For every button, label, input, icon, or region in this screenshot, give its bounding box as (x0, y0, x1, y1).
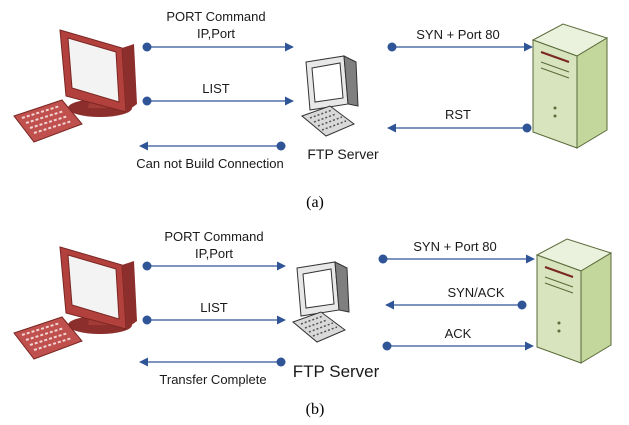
success-label: Transfer Complete (159, 372, 266, 387)
ftp-server-icon (301, 55, 359, 137)
caption-b: (b) (306, 401, 325, 418)
target-server-icon (536, 238, 612, 364)
ack-label: ACK (445, 326, 472, 341)
ftp-server-icon (292, 261, 350, 343)
ip-port-label: IP,Port (195, 246, 233, 261)
syn-label: SYN + Port 80 (416, 27, 499, 42)
target-server-icon (532, 23, 608, 149)
list-label: LIST (200, 300, 228, 315)
rst-label: RST (445, 107, 471, 122)
port-command-label: PORT Command (166, 9, 265, 24)
syn-label: SYN + Port 80 (413, 239, 496, 254)
failure-label: Can not Build Connection (136, 156, 283, 171)
port-command-label: PORT Command (164, 229, 263, 244)
ftp-server-label: FTP Server (307, 146, 379, 162)
synack-label: SYN/ACK (447, 285, 504, 300)
panel-b: PORT Command IP,Port LIST Transfer Compl… (0, 229, 612, 418)
ip-port-label: IP,Port (197, 26, 235, 41)
list-label: LIST (202, 81, 230, 96)
client-computer-icon (0, 29, 139, 143)
panel-a: PORT Command IP,Port LIST Can not Build … (0, 9, 608, 211)
client-computer-icon (0, 246, 139, 360)
caption-a: (a) (306, 194, 324, 211)
ftp-server-label: FTP Server (293, 362, 380, 381)
